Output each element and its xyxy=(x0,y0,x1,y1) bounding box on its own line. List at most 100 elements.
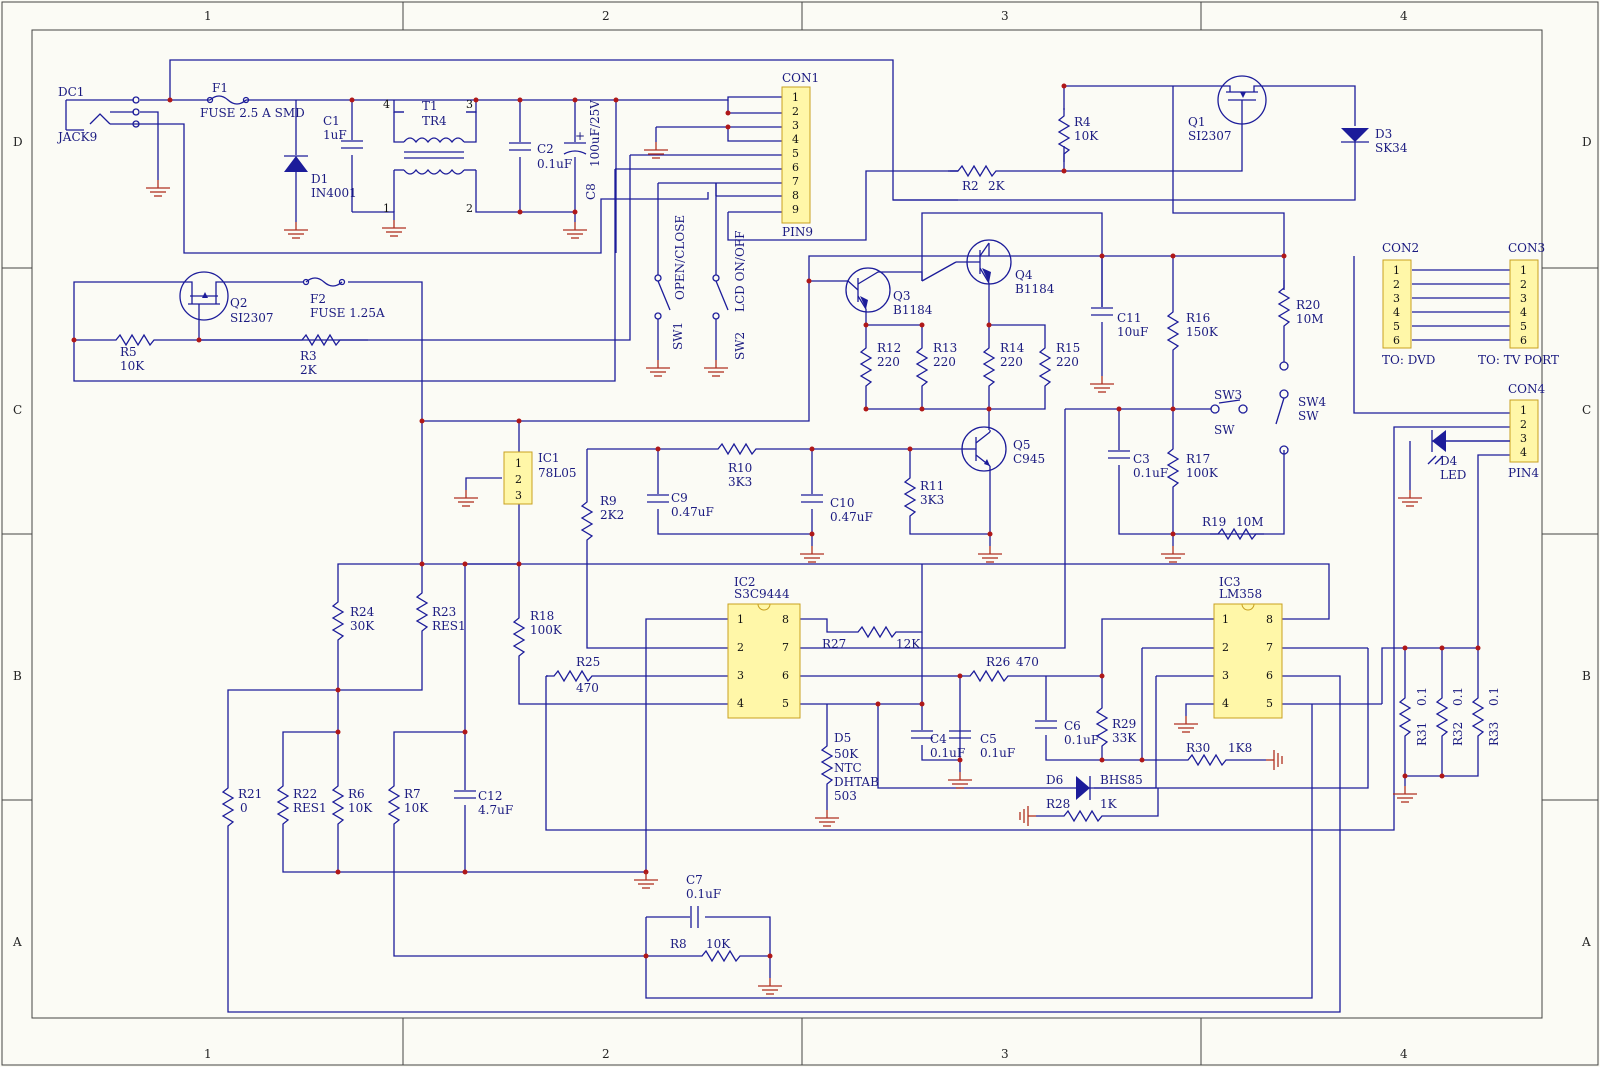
c1-ref: C1 xyxy=(323,114,340,128)
ic2-right-pin-6: 6 xyxy=(782,669,789,682)
r25-ref: R25 xyxy=(576,655,600,669)
resistor-r10: R10 3K3 xyxy=(709,443,765,489)
frame-col-1-bottom: 1 xyxy=(204,1047,212,1061)
frame-col-2-top: 2 xyxy=(602,9,610,23)
ic3-left-pin-1: 1 xyxy=(1222,613,1229,626)
con2-pin-1: 1 xyxy=(1393,264,1400,277)
con1-pin-1: 1 xyxy=(792,91,799,104)
q3-ref: Q3 xyxy=(893,289,910,303)
resistor-r19: R19 10M xyxy=(1202,515,1265,540)
ic2-ref: IC2 xyxy=(734,575,756,589)
c6-ref: C6 xyxy=(1064,719,1081,733)
r7-value: 10K xyxy=(404,801,429,815)
frame-col-3-top: 3 xyxy=(1001,9,1009,23)
resistor-r2: R2 2K xyxy=(949,165,1006,193)
resistor-r4: R4 10K xyxy=(1058,107,1099,163)
c11-ref: C11 xyxy=(1117,311,1141,325)
capacitor-c11: C11 10uF xyxy=(1090,307,1148,339)
c1-value: 1uF xyxy=(323,128,347,142)
ic3-left-pin-4: 4 xyxy=(1222,697,1229,710)
r4-ref: R4 xyxy=(1074,115,1091,129)
capacitor-c9: C9 0.47uF xyxy=(646,491,714,519)
ic2-left-pin-1: 1 xyxy=(737,613,744,626)
transistor-q4: Q4 B1184 xyxy=(956,239,1055,296)
resistor-r6: R6 10K xyxy=(332,777,373,833)
r27-value: 12K xyxy=(896,637,921,651)
r12-value: 220 xyxy=(877,355,900,369)
r20-value: 10M xyxy=(1296,312,1324,326)
regulator-ic1: 1 2 3 IC1 78L05 xyxy=(503,451,577,505)
capacitor-c5: C5 0.1uF xyxy=(948,730,1015,760)
resistor-r32: R32 0.1 xyxy=(1436,687,1465,746)
ic2-right-pin-8: 8 xyxy=(782,613,789,626)
c3-ref: C3 xyxy=(1133,452,1150,466)
capacitor-c10: C10 0.47uF xyxy=(800,494,873,524)
con4-ref: CON4 xyxy=(1508,382,1546,396)
resistor-r17: R17 100K xyxy=(1167,440,1219,496)
mosfet-q1: Q1 SI2307 xyxy=(1188,75,1267,143)
r19-ref: R19 xyxy=(1202,515,1226,529)
frame-row-c-left: C xyxy=(13,403,22,417)
r24-value: 30K xyxy=(350,619,375,633)
r13-ref: R13 xyxy=(933,341,957,355)
f1-ref: F1 xyxy=(212,81,228,95)
r32-value: 0.1 xyxy=(1451,687,1465,706)
resistor-r33: R33 0.1 xyxy=(1472,687,1501,746)
resistor-r8: R8 10K xyxy=(670,937,749,962)
capacitor-c3: C3 0.1uF xyxy=(1107,450,1168,480)
sw3-value: SW xyxy=(1214,423,1235,437)
r30-value: 1K8 xyxy=(1228,741,1252,755)
transistor-q3: Q3 B1184 xyxy=(845,267,933,317)
r7-ref: R7 xyxy=(404,787,421,801)
d6-ref: D6 xyxy=(1046,773,1063,787)
r15-value: 220 xyxy=(1056,355,1079,369)
r31-ref: R31 xyxy=(1415,722,1429,746)
r29-value: 33K xyxy=(1112,731,1137,745)
t1-ref: T1 xyxy=(422,99,438,113)
c4-value: 0.1uF xyxy=(930,746,965,760)
f1-value: FUSE 2.5 A SMD xyxy=(200,106,305,120)
r28-ref: R28 xyxy=(1046,797,1070,811)
r13-value: 220 xyxy=(933,355,956,369)
c10-value: 0.47uF xyxy=(830,510,873,524)
frame-col-3-bottom: 3 xyxy=(1001,1047,1009,1061)
con2-pin-2: 2 xyxy=(1393,278,1400,291)
r8-ref: R8 xyxy=(670,937,687,951)
resistor-r24: R24 30K xyxy=(332,593,375,649)
r26-value: 470 xyxy=(1016,655,1039,669)
con3-pin-6: 6 xyxy=(1520,334,1527,347)
ic3-ref: IC3 xyxy=(1219,575,1241,589)
d4-value: LED xyxy=(1440,468,1466,482)
frame-col-4-bottom: 4 xyxy=(1400,1047,1408,1061)
frame-row-c-right: C xyxy=(1582,403,1591,417)
r14-value: 220 xyxy=(1000,355,1023,369)
junctions xyxy=(71,83,1481,959)
ic3-right-pin-7: 7 xyxy=(1266,641,1273,654)
q1-ref: Q1 xyxy=(1188,115,1205,129)
con4-pin-3: 3 xyxy=(1520,432,1527,445)
r14-ref: R14 xyxy=(1000,341,1025,355)
capacitor-c4: C4 0.1uF xyxy=(910,730,965,760)
transformer-t1: 4 3 1 2 T1 TR4 xyxy=(383,98,477,215)
sw4-value: SW xyxy=(1298,409,1319,423)
r11-ref: R11 xyxy=(920,479,944,493)
resistor-r13: R13 220 xyxy=(916,339,957,395)
con1-pin-9: 9 xyxy=(792,203,799,216)
resistor-r23: R23 RES1 xyxy=(416,584,466,640)
ic1-pin-3: 3 xyxy=(515,489,522,502)
con3-pin-2: 2 xyxy=(1520,278,1527,291)
ic3-left-pin-2: 2 xyxy=(1222,641,1229,654)
f2-ref: F2 xyxy=(310,292,326,306)
con2-pin-3: 3 xyxy=(1393,292,1400,305)
con3-pin-3: 3 xyxy=(1520,292,1527,305)
frame-row-d-left: D xyxy=(13,135,23,149)
resistor-r5: R5 10K xyxy=(107,334,163,373)
con1-pin-6: 6 xyxy=(792,161,799,174)
con4-pin-4: 4 xyxy=(1520,446,1527,459)
t1-value: TR4 xyxy=(422,114,447,128)
r3-ref: R3 xyxy=(300,349,317,363)
